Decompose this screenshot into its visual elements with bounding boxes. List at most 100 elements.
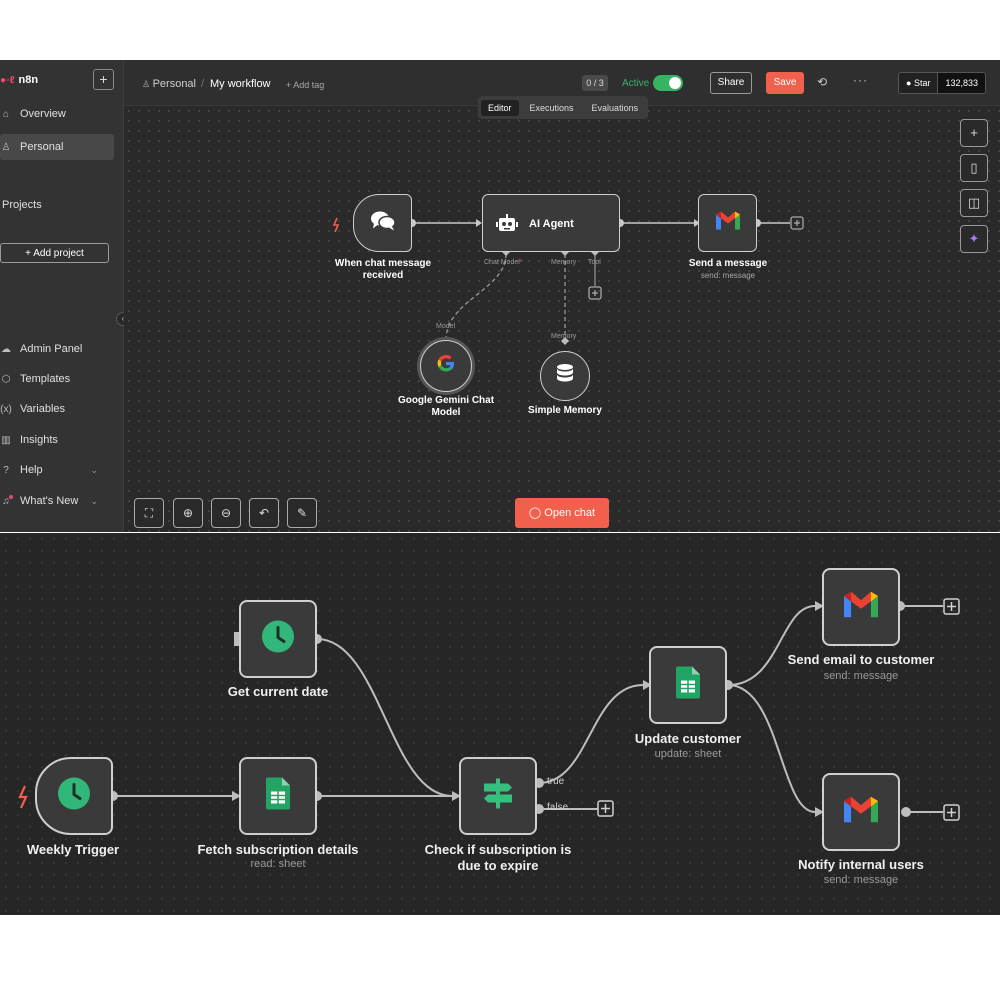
add-tag-button[interactable]: + Add tag bbox=[286, 80, 325, 90]
bell-icon: ♫ bbox=[0, 494, 13, 507]
fit-view-button[interactable]: ⛶ bbox=[134, 498, 164, 528]
workflow2-canvas[interactable]: Get current date Weekly Trigger Fetch su… bbox=[0, 533, 1000, 915]
sidebar-item-templates[interactable]: ⬡ Templates bbox=[0, 366, 114, 392]
robot-icon bbox=[496, 213, 518, 238]
google-icon bbox=[436, 354, 456, 379]
sidebar-item-label: Insights bbox=[20, 434, 58, 446]
share-button[interactable]: Share bbox=[710, 72, 752, 94]
send-email-customer-subtitle: send: message bbox=[823, 670, 899, 682]
n8n-logo[interactable]: ●◦ℓ n8n bbox=[0, 74, 38, 86]
sidebar-item-overview[interactable]: ⌂ Overview bbox=[0, 101, 114, 127]
github-star-button[interactable]: ● Star 132,833 bbox=[898, 72, 986, 94]
more-options-icon[interactable]: ··· bbox=[853, 73, 868, 87]
tab-evaluations[interactable]: Evaluations bbox=[591, 102, 639, 113]
add-node-button[interactable]: + bbox=[960, 119, 988, 147]
gmail-icon bbox=[844, 591, 878, 623]
active-toggle[interactable] bbox=[653, 75, 683, 91]
true-output-label: true bbox=[547, 776, 565, 787]
ai-agent-label: AI Agent bbox=[529, 218, 574, 230]
view-tabs: Editor Executions Evaluations bbox=[478, 96, 649, 119]
notify-internal-users-node[interactable] bbox=[822, 773, 900, 851]
sticky-note-button[interactable]: ▯ bbox=[960, 154, 988, 182]
help-icon: ? bbox=[3, 464, 9, 476]
projects-heading: Projects bbox=[2, 199, 42, 211]
workflow-canvas[interactable] bbox=[124, 106, 1000, 532]
google-sheets-icon bbox=[676, 666, 700, 704]
home-icon: ⌂ bbox=[2, 108, 10, 120]
workflow-name[interactable]: My workflow bbox=[210, 78, 271, 90]
google-sheets-icon bbox=[266, 777, 290, 815]
clock-icon bbox=[261, 620, 295, 659]
n8n-logo-icon: ●◦ℓ bbox=[0, 74, 15, 86]
model-input-label: Model bbox=[436, 323, 456, 330]
sidebar-item-label: Variables bbox=[20, 403, 66, 415]
github-star-count: 132,833 bbox=[937, 73, 985, 93]
sidebar-item-label: Admin Panel bbox=[20, 343, 83, 355]
create-button[interactable]: + bbox=[93, 69, 114, 90]
ai-assistant-button[interactable]: ✦ bbox=[960, 225, 988, 253]
send-email-customer-node[interactable] bbox=[822, 568, 900, 646]
chevron-down-icon: ⌄ bbox=[90, 464, 98, 475]
fetch-subscription-node[interactable] bbox=[239, 757, 317, 835]
toggle-panel-button[interactable]: ◫ bbox=[960, 189, 988, 217]
trigger-bolt-icon bbox=[18, 785, 28, 809]
weekly-trigger-node[interactable] bbox=[35, 757, 113, 835]
update-customer-node[interactable] bbox=[649, 646, 727, 724]
user-icon: ♙ bbox=[142, 79, 153, 89]
sidebar-item-variables[interactable]: (x) Variables bbox=[0, 396, 114, 422]
open-chat-label: Open chat bbox=[544, 507, 596, 519]
variable-icon: (x) bbox=[0, 403, 12, 415]
fetch-subscription-subtitle: read: sheet bbox=[250, 858, 306, 870]
check-subscription-label: Check if subscription is due to expire bbox=[424, 842, 572, 873]
weekly-trigger-label: Weekly Trigger bbox=[26, 842, 120, 857]
send-message-label: Send a message bbox=[688, 258, 768, 269]
box-icon: ⬡ bbox=[1, 373, 11, 385]
zoom-in-button[interactable]: ⊕ bbox=[173, 498, 203, 528]
send-email-customer-label: Send email to customer bbox=[787, 652, 935, 667]
if-signpost-icon bbox=[482, 778, 514, 814]
sidebar-item-label: Overview bbox=[20, 108, 66, 120]
history-icon[interactable]: ⟲ bbox=[817, 75, 828, 89]
open-chat-button[interactable]: ◯ Open chat bbox=[515, 498, 609, 528]
sidebar-item-personal[interactable]: ♙ Personal bbox=[0, 134, 114, 160]
breadcrumb-project[interactable]: ♙ Personal bbox=[142, 78, 196, 90]
gmail-icon bbox=[844, 796, 878, 828]
zoom-out-button[interactable]: ⊖ bbox=[211, 498, 241, 528]
send-message-node[interactable] bbox=[698, 194, 757, 252]
user-icon: ♙ bbox=[1, 141, 11, 153]
add-project-button[interactable]: + Add project bbox=[0, 243, 109, 263]
tab-executions[interactable]: Executions bbox=[529, 102, 574, 113]
tab-editor[interactable]: Editor bbox=[481, 99, 519, 116]
gemini-model-node[interactable] bbox=[420, 340, 472, 392]
undo-button[interactable]: ↶ bbox=[249, 498, 279, 528]
notify-internal-users-label: Notify internal users bbox=[798, 857, 924, 872]
update-customer-subtitle: update: sheet bbox=[654, 748, 722, 760]
ai-agent-node[interactable]: AI Agent bbox=[482, 194, 620, 252]
clock-icon bbox=[57, 777, 91, 816]
send-message-subtitle: send: message bbox=[700, 271, 756, 280]
chat-trigger-node[interactable] bbox=[353, 194, 412, 252]
database-icon bbox=[556, 364, 574, 389]
sidebar-item-help[interactable]: ? Help ⌄ bbox=[0, 457, 114, 483]
sidebar-item-insights[interactable]: ▥ Insights bbox=[0, 427, 114, 453]
tool-port-label: Tool bbox=[588, 259, 601, 266]
logo-text: n8n bbox=[18, 74, 39, 86]
simple-memory-node[interactable] bbox=[540, 351, 590, 401]
memory-port-label: Memory bbox=[551, 259, 577, 266]
sidebar-item-admin-panel[interactable]: ☁ Admin Panel bbox=[0, 336, 114, 362]
check-subscription-node[interactable] bbox=[459, 757, 537, 835]
sidebar-item-whats-new[interactable]: ♫ What's New ⌄ bbox=[0, 488, 114, 514]
chevron-down-icon: ⌄ bbox=[90, 495, 98, 506]
active-label: Active bbox=[622, 78, 650, 89]
update-customer-label: Update customer bbox=[634, 731, 742, 746]
get-current-date-node[interactable] bbox=[239, 600, 317, 678]
false-output-label: false bbox=[547, 802, 569, 813]
sidebar-item-label: Personal bbox=[20, 141, 64, 153]
github-star-label: Star bbox=[913, 78, 931, 88]
fetch-subscription-label: Fetch subscription details bbox=[197, 842, 359, 857]
tidy-up-button[interactable]: ✎ bbox=[287, 498, 317, 528]
sidebar-item-label: What's New bbox=[20, 495, 79, 507]
github-icon: ● bbox=[906, 78, 914, 88]
save-button[interactable]: Save bbox=[766, 72, 804, 94]
breadcrumb-project-label: Personal bbox=[152, 78, 196, 90]
